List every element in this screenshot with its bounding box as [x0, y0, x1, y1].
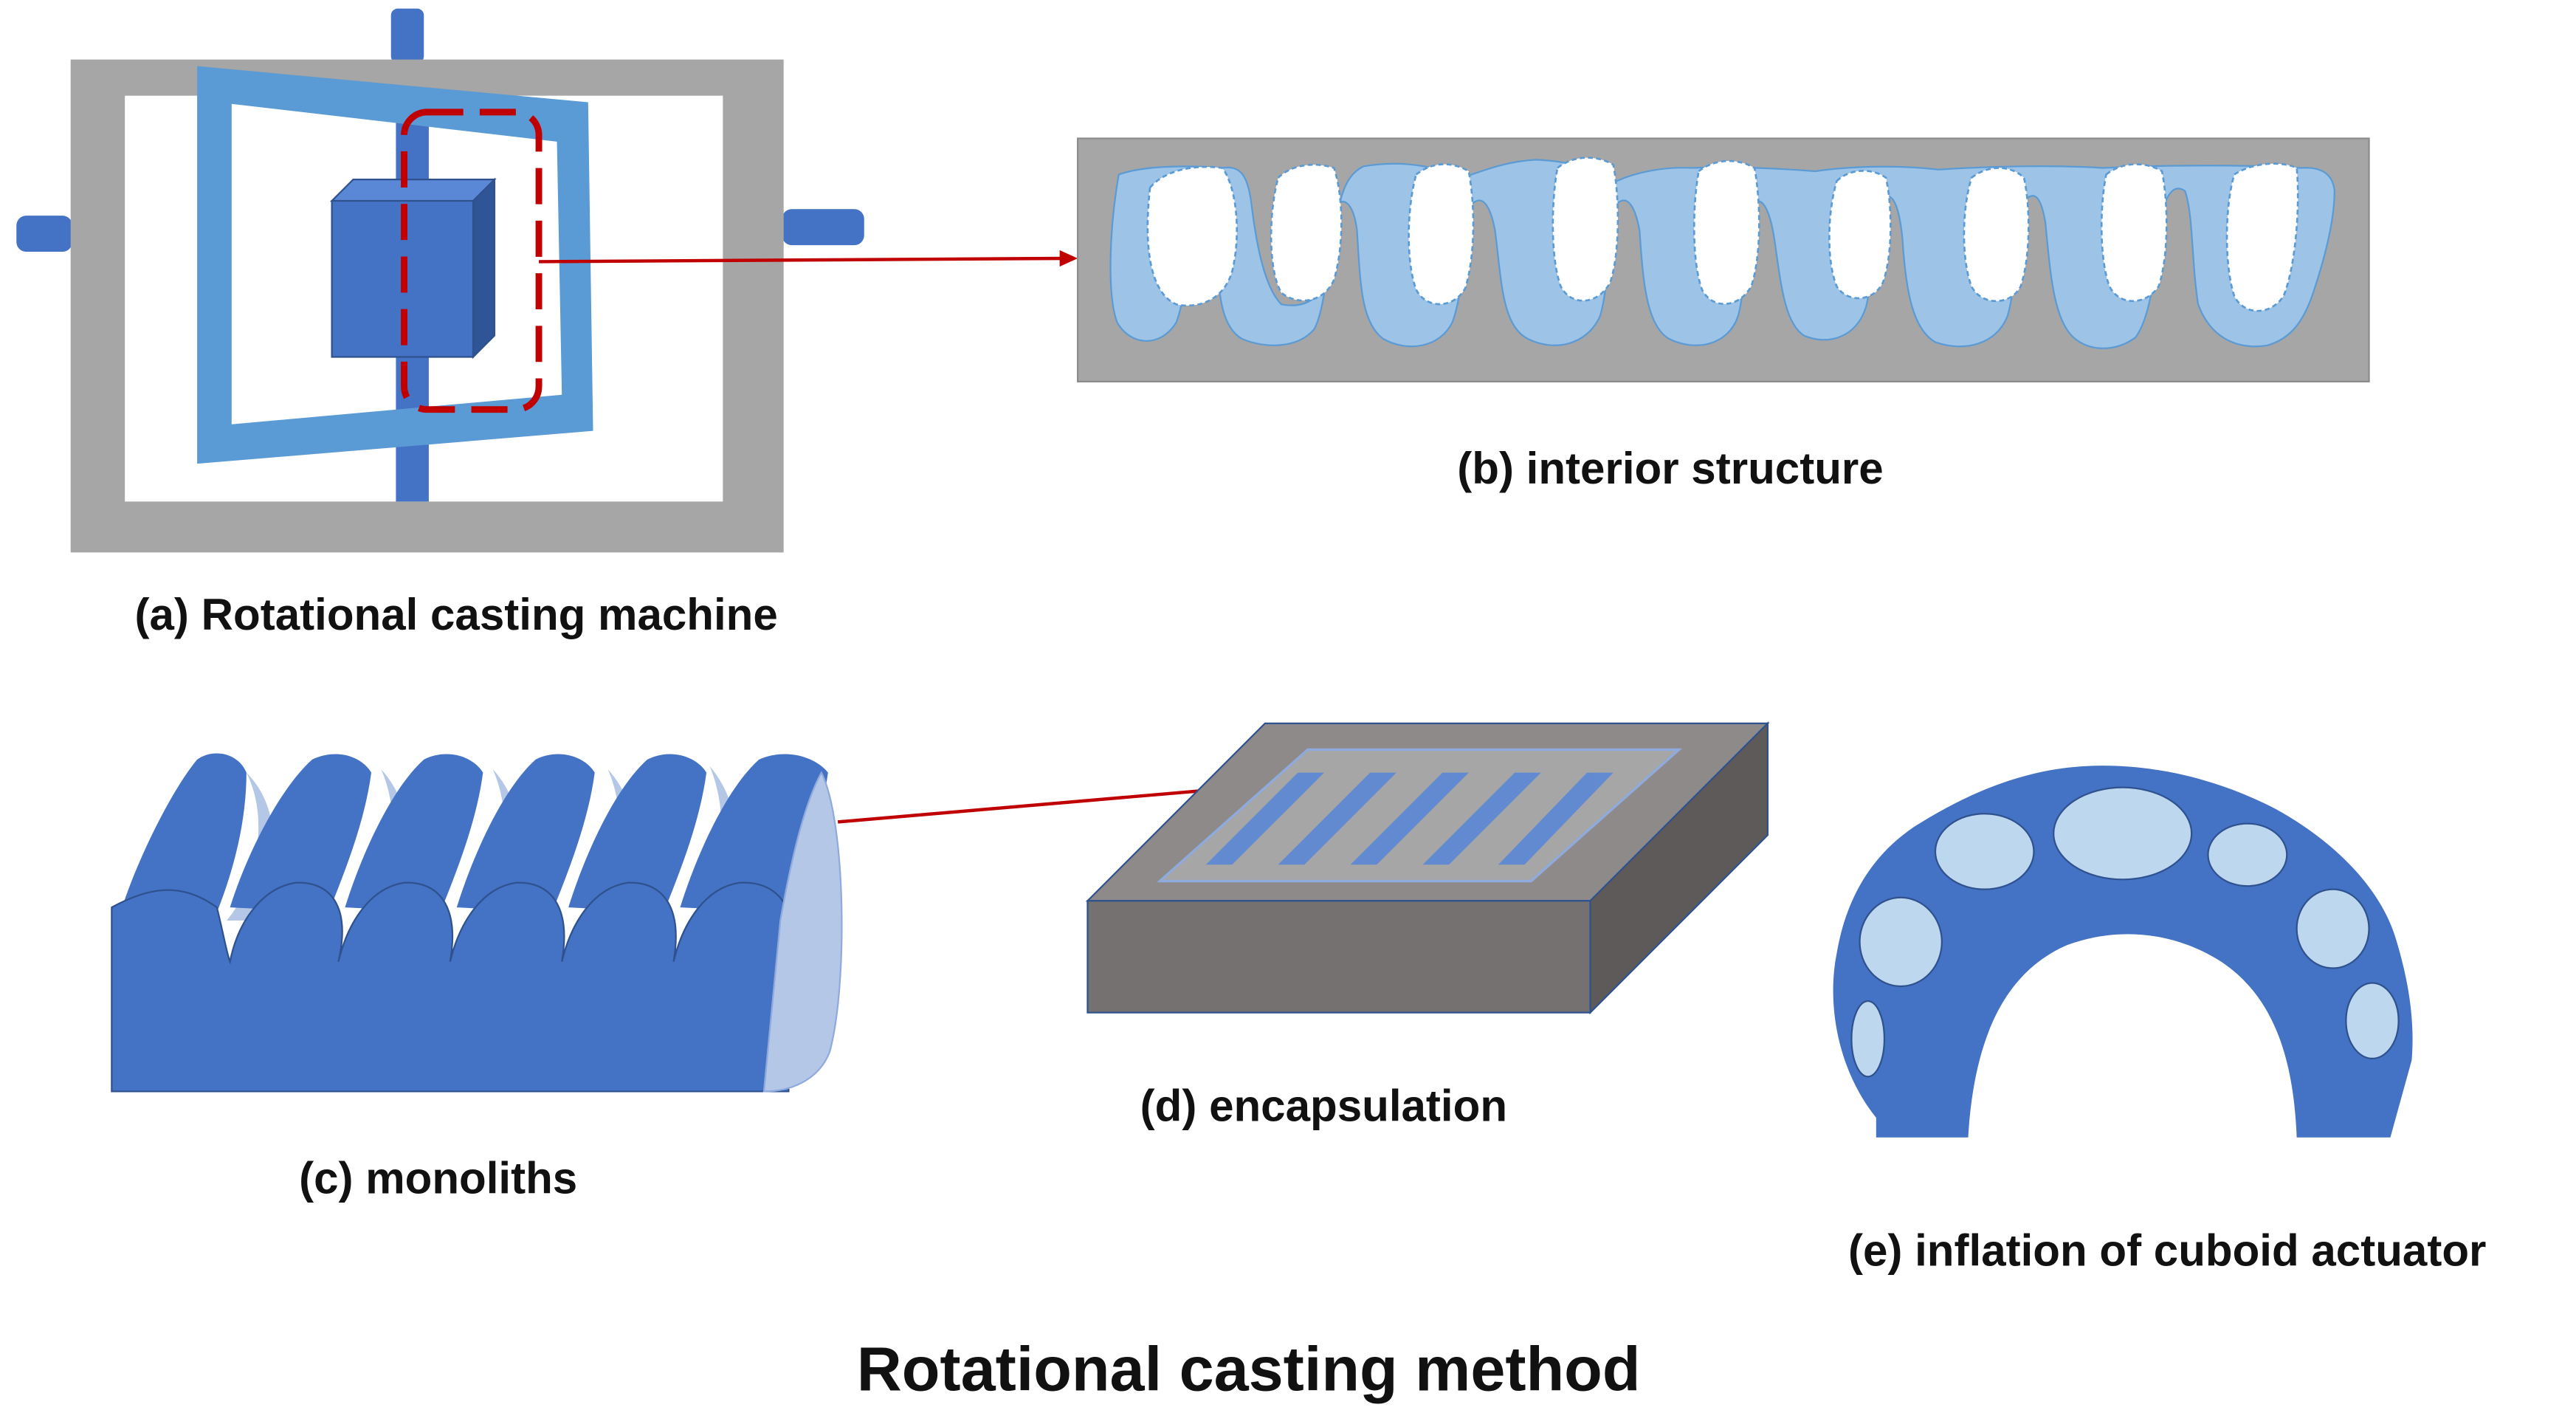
right-shaft — [782, 209, 864, 246]
interior-structure: (b) interior structure — [1076, 137, 2370, 493]
label-a: (a) Rotational casting machine — [135, 590, 778, 639]
encapsulation: (d) encapsulation — [1085, 721, 1770, 1130]
label-d: (d) encapsulation — [1140, 1081, 1507, 1130]
label-e: (e) inflation of cuboid actuator — [1848, 1225, 2486, 1275]
figure-title: Rotational casting method — [857, 1334, 1641, 1404]
left-shaft — [16, 216, 72, 252]
cavities — [1146, 157, 2299, 312]
outer-frame — [70, 59, 784, 553]
box-side — [1589, 721, 1769, 1015]
monolith-end-cap — [762, 771, 843, 1093]
highlight-region — [401, 109, 543, 413]
inflated-chambers — [1850, 786, 2400, 1078]
box-front — [1086, 900, 1591, 1014]
monolith-fins — [123, 753, 828, 912]
rotational-casting-machine: (a) Rotational casting machine — [16, 8, 864, 639]
label-c: (c) monoliths — [299, 1153, 577, 1203]
inner-frame — [197, 66, 593, 464]
inflated-actuator: (e) inflation of cuboid actuator — [1833, 766, 2486, 1275]
encapsulated-channels — [1205, 772, 1614, 865]
label-b: (b) interior structure — [1457, 444, 1883, 493]
monoliths: (c) monoliths — [111, 753, 843, 1203]
monolith-base — [111, 881, 790, 1093]
mold-cube — [329, 177, 497, 360]
arrow-a-to-b — [539, 250, 1078, 267]
top-shaft — [390, 8, 424, 63]
